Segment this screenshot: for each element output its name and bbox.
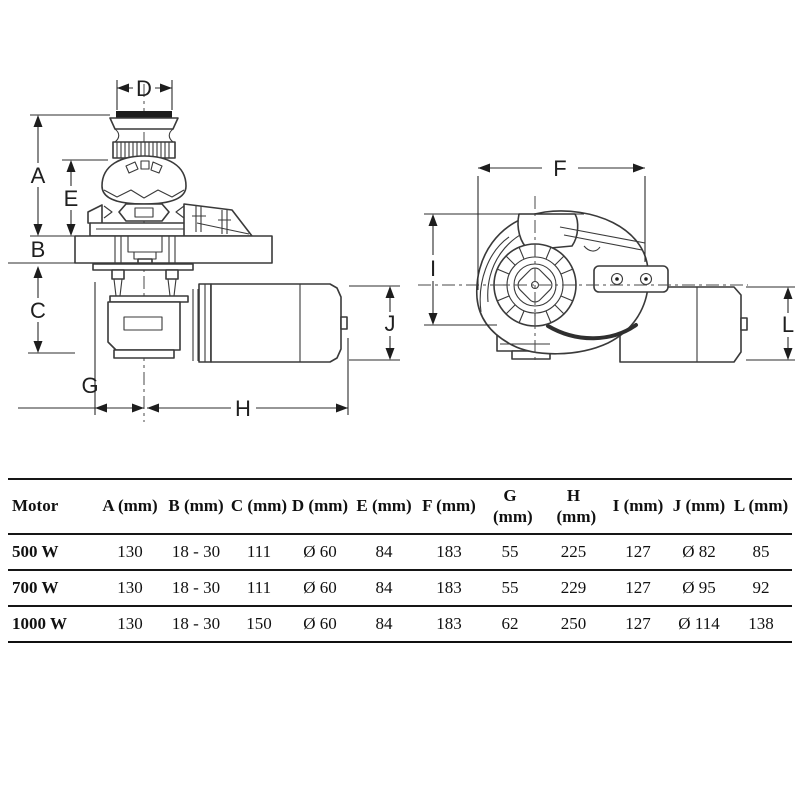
dimension-D: D xyxy=(116,76,173,110)
table-cell: Ø 95 xyxy=(668,569,730,607)
table-header-row: Motor A (mm) B (mm) C (mm) D (mm) E (mm)… xyxy=(8,478,792,535)
table-cell: 84 xyxy=(351,533,417,571)
row-header-motor: 500 W xyxy=(8,533,97,571)
column-header-f: F (mm) xyxy=(417,478,481,535)
column-header-g: G (mm) xyxy=(481,478,539,535)
table-cell: 183 xyxy=(417,569,481,607)
table-cell: 111 xyxy=(229,533,289,571)
table-cell: Ø 82 xyxy=(668,533,730,571)
table-cell: 225 xyxy=(539,533,608,571)
table-cell: 127 xyxy=(608,605,668,643)
dimension-E: E xyxy=(62,159,108,236)
windlass-technical-drawings: D A E B C xyxy=(8,76,795,422)
capstan-drum xyxy=(109,111,179,159)
dimensions-table: Motor A (mm) B (mm) C (mm) D (mm) E (mm)… xyxy=(8,478,792,643)
top-cover xyxy=(517,213,579,251)
table-cell: 18 - 30 xyxy=(163,533,229,571)
row-header-motor: 700 W xyxy=(8,569,97,607)
table-cell: 127 xyxy=(608,533,668,571)
column-header-motor: Motor xyxy=(8,478,97,535)
table-cell: 127 xyxy=(608,569,668,607)
motor-front-view xyxy=(619,286,748,363)
table-cell: 130 xyxy=(97,605,163,643)
table-cell: 18 - 30 xyxy=(163,605,229,643)
row-header-motor: 1000 W xyxy=(8,605,97,643)
dim-label-f: F xyxy=(553,156,566,181)
dimension-J: J xyxy=(349,285,400,361)
table-cell: 85 xyxy=(730,533,792,571)
dim-label-c: C xyxy=(30,298,46,323)
table-cell: 130 xyxy=(97,533,163,571)
table-cell: 250 xyxy=(539,605,608,643)
table-cell: 55 xyxy=(481,533,539,571)
column-header-h: H (mm) xyxy=(539,478,608,535)
dimension-A: A xyxy=(30,114,110,236)
table-row-1000w: 1000 W 130 18 - 30 150 Ø 60 84 183 62 25… xyxy=(8,605,792,643)
column-header-d: D (mm) xyxy=(289,478,351,535)
bolt-plate xyxy=(593,265,669,293)
table-cell: 62 xyxy=(481,605,539,643)
dim-label-d: D xyxy=(136,76,152,101)
left-view-drawing xyxy=(74,84,348,422)
dimension-I: I xyxy=(424,213,584,326)
table-row-500w: 500 W 130 18 - 30 111 Ø 60 84 183 55 225… xyxy=(8,533,792,571)
table-cell: 92 xyxy=(730,569,792,607)
table-cell: Ø 114 xyxy=(668,605,730,643)
table-cell: 18 - 30 xyxy=(163,569,229,607)
table-cell: 183 xyxy=(417,533,481,571)
dim-label-b: B xyxy=(31,237,46,262)
dim-label-a: A xyxy=(31,163,46,188)
motor-side-view xyxy=(192,283,348,363)
dimension-H: H xyxy=(147,338,349,421)
column-header-c: C (mm) xyxy=(229,478,289,535)
column-header-a: A (mm) xyxy=(97,478,163,535)
table-cell: 229 xyxy=(539,569,608,607)
dimension-F: F xyxy=(477,156,646,290)
column-header-l: L (mm) xyxy=(730,478,792,535)
table-cell: 138 xyxy=(730,605,792,643)
column-header-b: B (mm) xyxy=(163,478,229,535)
dimension-B: B xyxy=(8,235,75,264)
table-cell: Ø 60 xyxy=(289,533,351,571)
dim-label-g: G xyxy=(81,373,98,398)
deck-plate xyxy=(74,235,273,264)
right-view-drawing xyxy=(418,196,748,363)
column-header-j: J (mm) xyxy=(668,478,730,535)
table-cell: 183 xyxy=(417,605,481,643)
dim-label-j: J xyxy=(385,311,396,336)
dim-label-l: L xyxy=(782,312,794,337)
drive-shaft-socket xyxy=(517,267,553,303)
table-cell: 130 xyxy=(97,569,163,607)
column-header-e: E (mm) xyxy=(351,478,417,535)
dimension-C: C xyxy=(28,266,75,354)
left-view-dimensions: D A E B C xyxy=(8,76,400,421)
table-cell: Ø 60 xyxy=(289,605,351,643)
dim-label-i: I xyxy=(430,256,436,281)
chain-stripper xyxy=(546,323,638,341)
dimension-L: L xyxy=(746,286,795,361)
right-view-dimensions: F I L xyxy=(424,156,795,361)
table-cell: 55 xyxy=(481,569,539,607)
clutch-base-housing xyxy=(87,203,253,237)
table-cell: 84 xyxy=(351,605,417,643)
dim-label-h: H xyxy=(235,396,251,421)
table-cell: Ø 60 xyxy=(289,569,351,607)
table-cell: 150 xyxy=(229,605,289,643)
column-header-i: I (mm) xyxy=(608,478,668,535)
gearbox xyxy=(92,263,194,359)
dimension-G: G xyxy=(18,282,144,415)
chain-gypsy xyxy=(101,155,187,205)
table-row-700w: 700 W 130 18 - 30 111 Ø 60 84 183 55 229… xyxy=(8,569,792,607)
table-cell: 111 xyxy=(229,569,289,607)
table-cell: 84 xyxy=(351,569,417,607)
dim-label-e: E xyxy=(64,186,79,211)
